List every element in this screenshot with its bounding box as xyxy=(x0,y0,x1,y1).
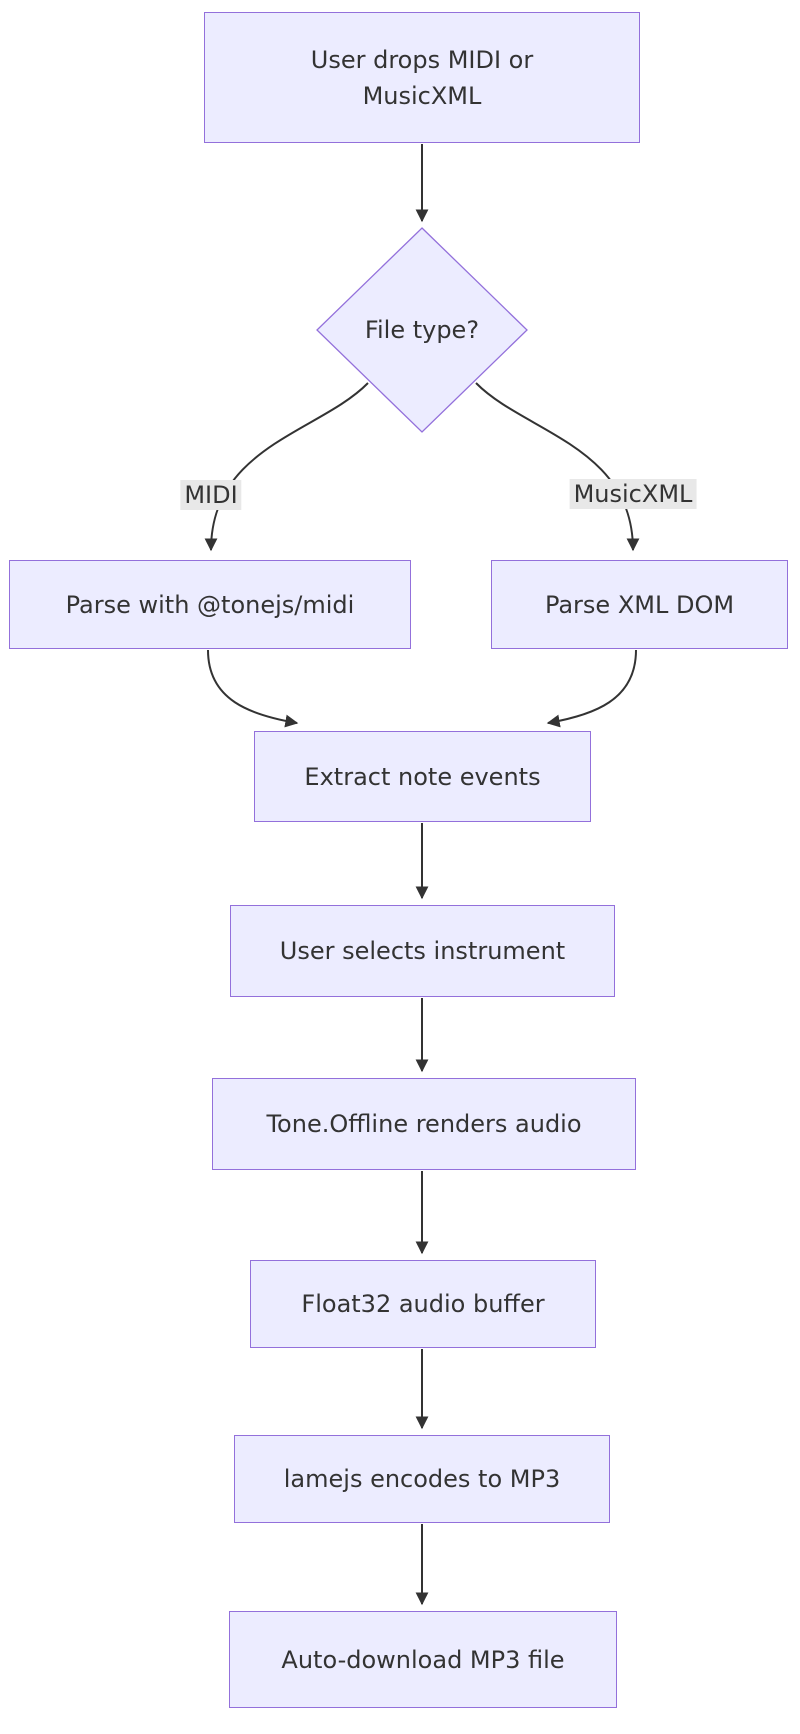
edge-b-d xyxy=(475,382,640,552)
node-extract-note-events: Extract note events xyxy=(254,731,591,822)
node-user-drops-file: User drops MIDI or MusicXML xyxy=(204,12,640,143)
node-label: Parse XML DOM xyxy=(544,590,735,619)
node-parse-xml-dom: Parse XML DOM xyxy=(491,560,788,649)
node-label: Float32 audio buffer xyxy=(301,1290,545,1318)
decision-diamond-shape xyxy=(316,227,528,433)
edge-d-e xyxy=(546,649,637,728)
node-lamejs-encodes: lamejs encodes to MP3 xyxy=(234,1435,610,1523)
node-tone-offline-renders: Tone.Offline renders audio xyxy=(212,1078,636,1170)
node-file-type-decision: File type? xyxy=(317,228,527,432)
node-label: lamejs encodes to MP3 xyxy=(283,1465,561,1493)
node-parse-tonejs-midi: Parse with @tonejs/midi xyxy=(9,560,411,649)
node-label: File type? xyxy=(364,316,480,344)
node-label: Tone.Offline renders audio xyxy=(266,1110,582,1138)
edge-c-e xyxy=(207,649,299,728)
node-float32-buffer: Float32 audio buffer xyxy=(250,1260,596,1348)
node-label: Auto-download MP3 file xyxy=(281,1645,565,1674)
node-label: User selects instrument xyxy=(279,937,566,965)
node-auto-download-mp3: Auto-download MP3 file xyxy=(229,1611,617,1708)
node-user-selects-instrument: User selects instrument xyxy=(230,905,615,997)
edge-label-midi: MIDI xyxy=(180,480,242,510)
edge-b-c xyxy=(204,382,369,552)
edge-label-musicxml: MusicXML xyxy=(569,479,697,509)
node-label: Parse with @tonejs/midi xyxy=(65,590,355,619)
node-label: User drops MIDI or MusicXML xyxy=(310,45,534,110)
node-label: Extract note events xyxy=(304,762,541,791)
